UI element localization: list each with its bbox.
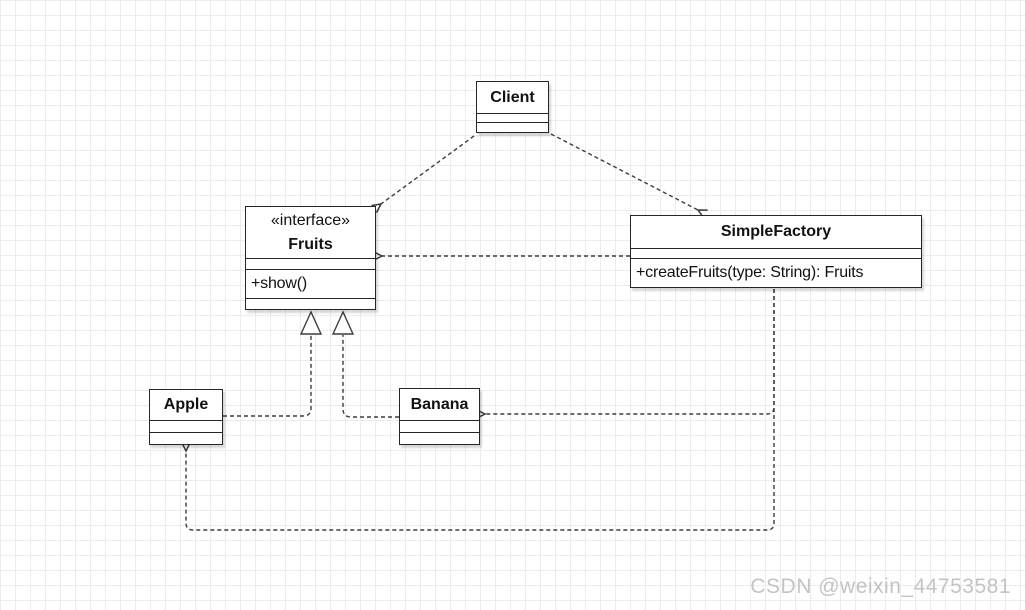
- csdn-watermark: CSDN @weixin_44753581: [750, 575, 1011, 598]
- class-simplefactory-method-createfruits: +createFruits(type: String): Fruits: [631, 258, 921, 286]
- class-banana-methods-compartment: [400, 432, 479, 443]
- class-client-name: Client: [490, 88, 535, 106]
- class-apple-methods-compartment: [150, 432, 222, 443]
- class-apple-attributes-compartment: [150, 420, 222, 432]
- edge-banana-realizes-fruits: [342, 335, 399, 418]
- edge-simplefactory-to-apple-dependency: [180, 289, 775, 531]
- edge-simplefactory-to-banana-dependency: [475, 289, 775, 420]
- class-client: Client: [476, 81, 549, 133]
- edge-client-to-simplefactory-dependency: [550, 133, 708, 219]
- class-simplefactory-name: SimpleFactory: [720, 223, 832, 240]
- interface-fruits-method-show: +show(): [246, 269, 375, 298]
- class-banana-name: Banana: [410, 395, 469, 413]
- class-apple: Apple: [149, 389, 223, 445]
- interface-fruits-footer-compartment: [246, 298, 375, 307]
- interface-fruits-attributes-compartment: [246, 258, 375, 269]
- class-apple-name: Apple: [163, 396, 209, 413]
- class-client-attributes-compartment: [477, 113, 548, 122]
- class-client-methods-compartment: [477, 122, 548, 131]
- class-banana-attributes-compartment: [400, 420, 479, 432]
- realization-triangle-apple-icon: [299, 310, 323, 335]
- class-simplefactory-attributes-compartment: [631, 248, 921, 258]
- interface-fruits-name: Fruits: [288, 235, 333, 253]
- interface-fruits-stereotype: «interface»: [270, 211, 351, 229]
- class-banana: Banana: [399, 388, 480, 445]
- interface-fruits: «interface» Fruits +show(): [245, 206, 376, 310]
- edge-client-to-fruits-dependency: [371, 135, 475, 213]
- realization-triangle-banana-icon: [331, 310, 355, 335]
- class-simplefactory: SimpleFactory +createFruits(type: String…: [630, 215, 922, 288]
- edge-apple-realizes-fruits: [223, 335, 312, 417]
